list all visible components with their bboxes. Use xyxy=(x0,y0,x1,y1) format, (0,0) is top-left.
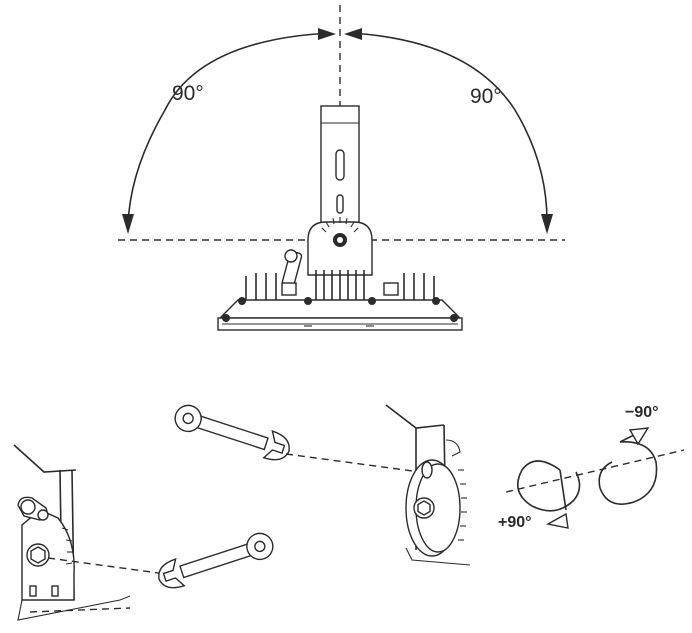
pole-slot xyxy=(335,149,345,181)
bracket-detail-left xyxy=(13,444,167,621)
left-rotation-arc xyxy=(127,32,331,226)
rotation-negative-icon xyxy=(598,427,658,505)
tilt-diagram: 90° 90° xyxy=(118,5,565,331)
mounting-bracket xyxy=(307,221,373,276)
pole-slot-lower xyxy=(336,194,344,214)
right-rotation-arc xyxy=(349,32,548,226)
clamp-left xyxy=(281,282,297,296)
arrow-positive xyxy=(545,512,569,529)
left-arc-arrowhead-top xyxy=(318,28,336,40)
wrench-upper-icon xyxy=(174,404,290,461)
heat-sink-fins xyxy=(245,270,435,300)
right-arc-arrowhead-top xyxy=(344,28,362,40)
rotation-label-positive: +90° xyxy=(498,514,532,531)
housing-screws xyxy=(222,297,458,322)
wrench-guide-upper xyxy=(285,453,421,473)
left-arc-arrowhead-down xyxy=(122,214,134,234)
wrench-guide-lower xyxy=(47,557,167,575)
arrow-negative xyxy=(628,427,650,446)
angle-label-right: 90° xyxy=(470,85,502,108)
angle-label-left: 90° xyxy=(172,82,204,105)
clamp-right xyxy=(383,282,399,296)
rotation-axis xyxy=(505,449,685,493)
pivot-teeth xyxy=(321,217,359,233)
luminaire-top-plate xyxy=(218,299,462,319)
wrench-lower-icon xyxy=(158,532,274,589)
right-arc-arrowhead-down xyxy=(541,214,553,234)
rotation-positive-icon xyxy=(516,460,581,529)
bracket-detail-right xyxy=(385,404,471,566)
rotation-label-negative: −90° xyxy=(625,404,659,421)
